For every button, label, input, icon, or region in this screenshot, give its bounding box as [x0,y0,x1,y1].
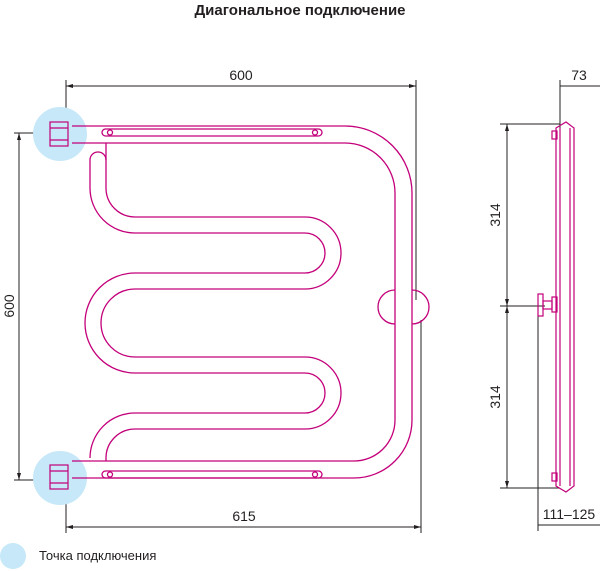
serpentine-cap [89,151,107,161]
dim-text-bottom: 615 [232,508,256,524]
nut-top [49,121,69,147]
shelf-bar-bottom [101,470,323,479]
connection-nuts [49,121,69,490]
bar-end-top-left [106,129,114,136]
side-bracket-plate [537,293,544,317]
towel-rail-front-view [72,125,430,479]
connection-point-swatch [0,543,26,569]
dim-text-left: 600 [1,294,17,318]
pipe-outer-wall-inner [72,142,396,462]
side-nut-top [551,130,558,140]
towel-rail-side-view [537,121,575,493]
diagram-title: Диагональное подключение [194,2,406,19]
side-pipe [555,121,575,493]
dim-text-side-upper: 314 [487,203,503,227]
dimension-arrows [17,84,509,529]
dim-text-side-bottom: 111–125 [543,506,596,522]
bar-end-bottom-left [106,471,114,478]
dim-text-top: 600 [229,67,253,83]
side-bracket-arm [542,300,553,310]
connection-point-top [33,107,87,161]
dim-text-side-depth: 73 [571,67,587,83]
shelf-bar-top [101,128,323,137]
serpentine-outer [84,160,326,459]
nut-bottom [49,464,69,490]
side-bracket-clip [551,296,558,313]
pipe-outer-wall [72,125,413,479]
serpentine-inner [100,143,342,461]
dim-text-side-lower: 314 [487,385,503,409]
bar-end-top-right [311,129,319,136]
connection-point-bottom [33,451,87,505]
side-nut-bottom [551,472,558,482]
wall-mount [377,289,430,325]
legend-label: Точка подключения [39,548,157,563]
legend: Точка подключения [0,540,260,570]
bar-end-bottom-right [311,471,319,478]
dimension-lines [14,80,600,533]
